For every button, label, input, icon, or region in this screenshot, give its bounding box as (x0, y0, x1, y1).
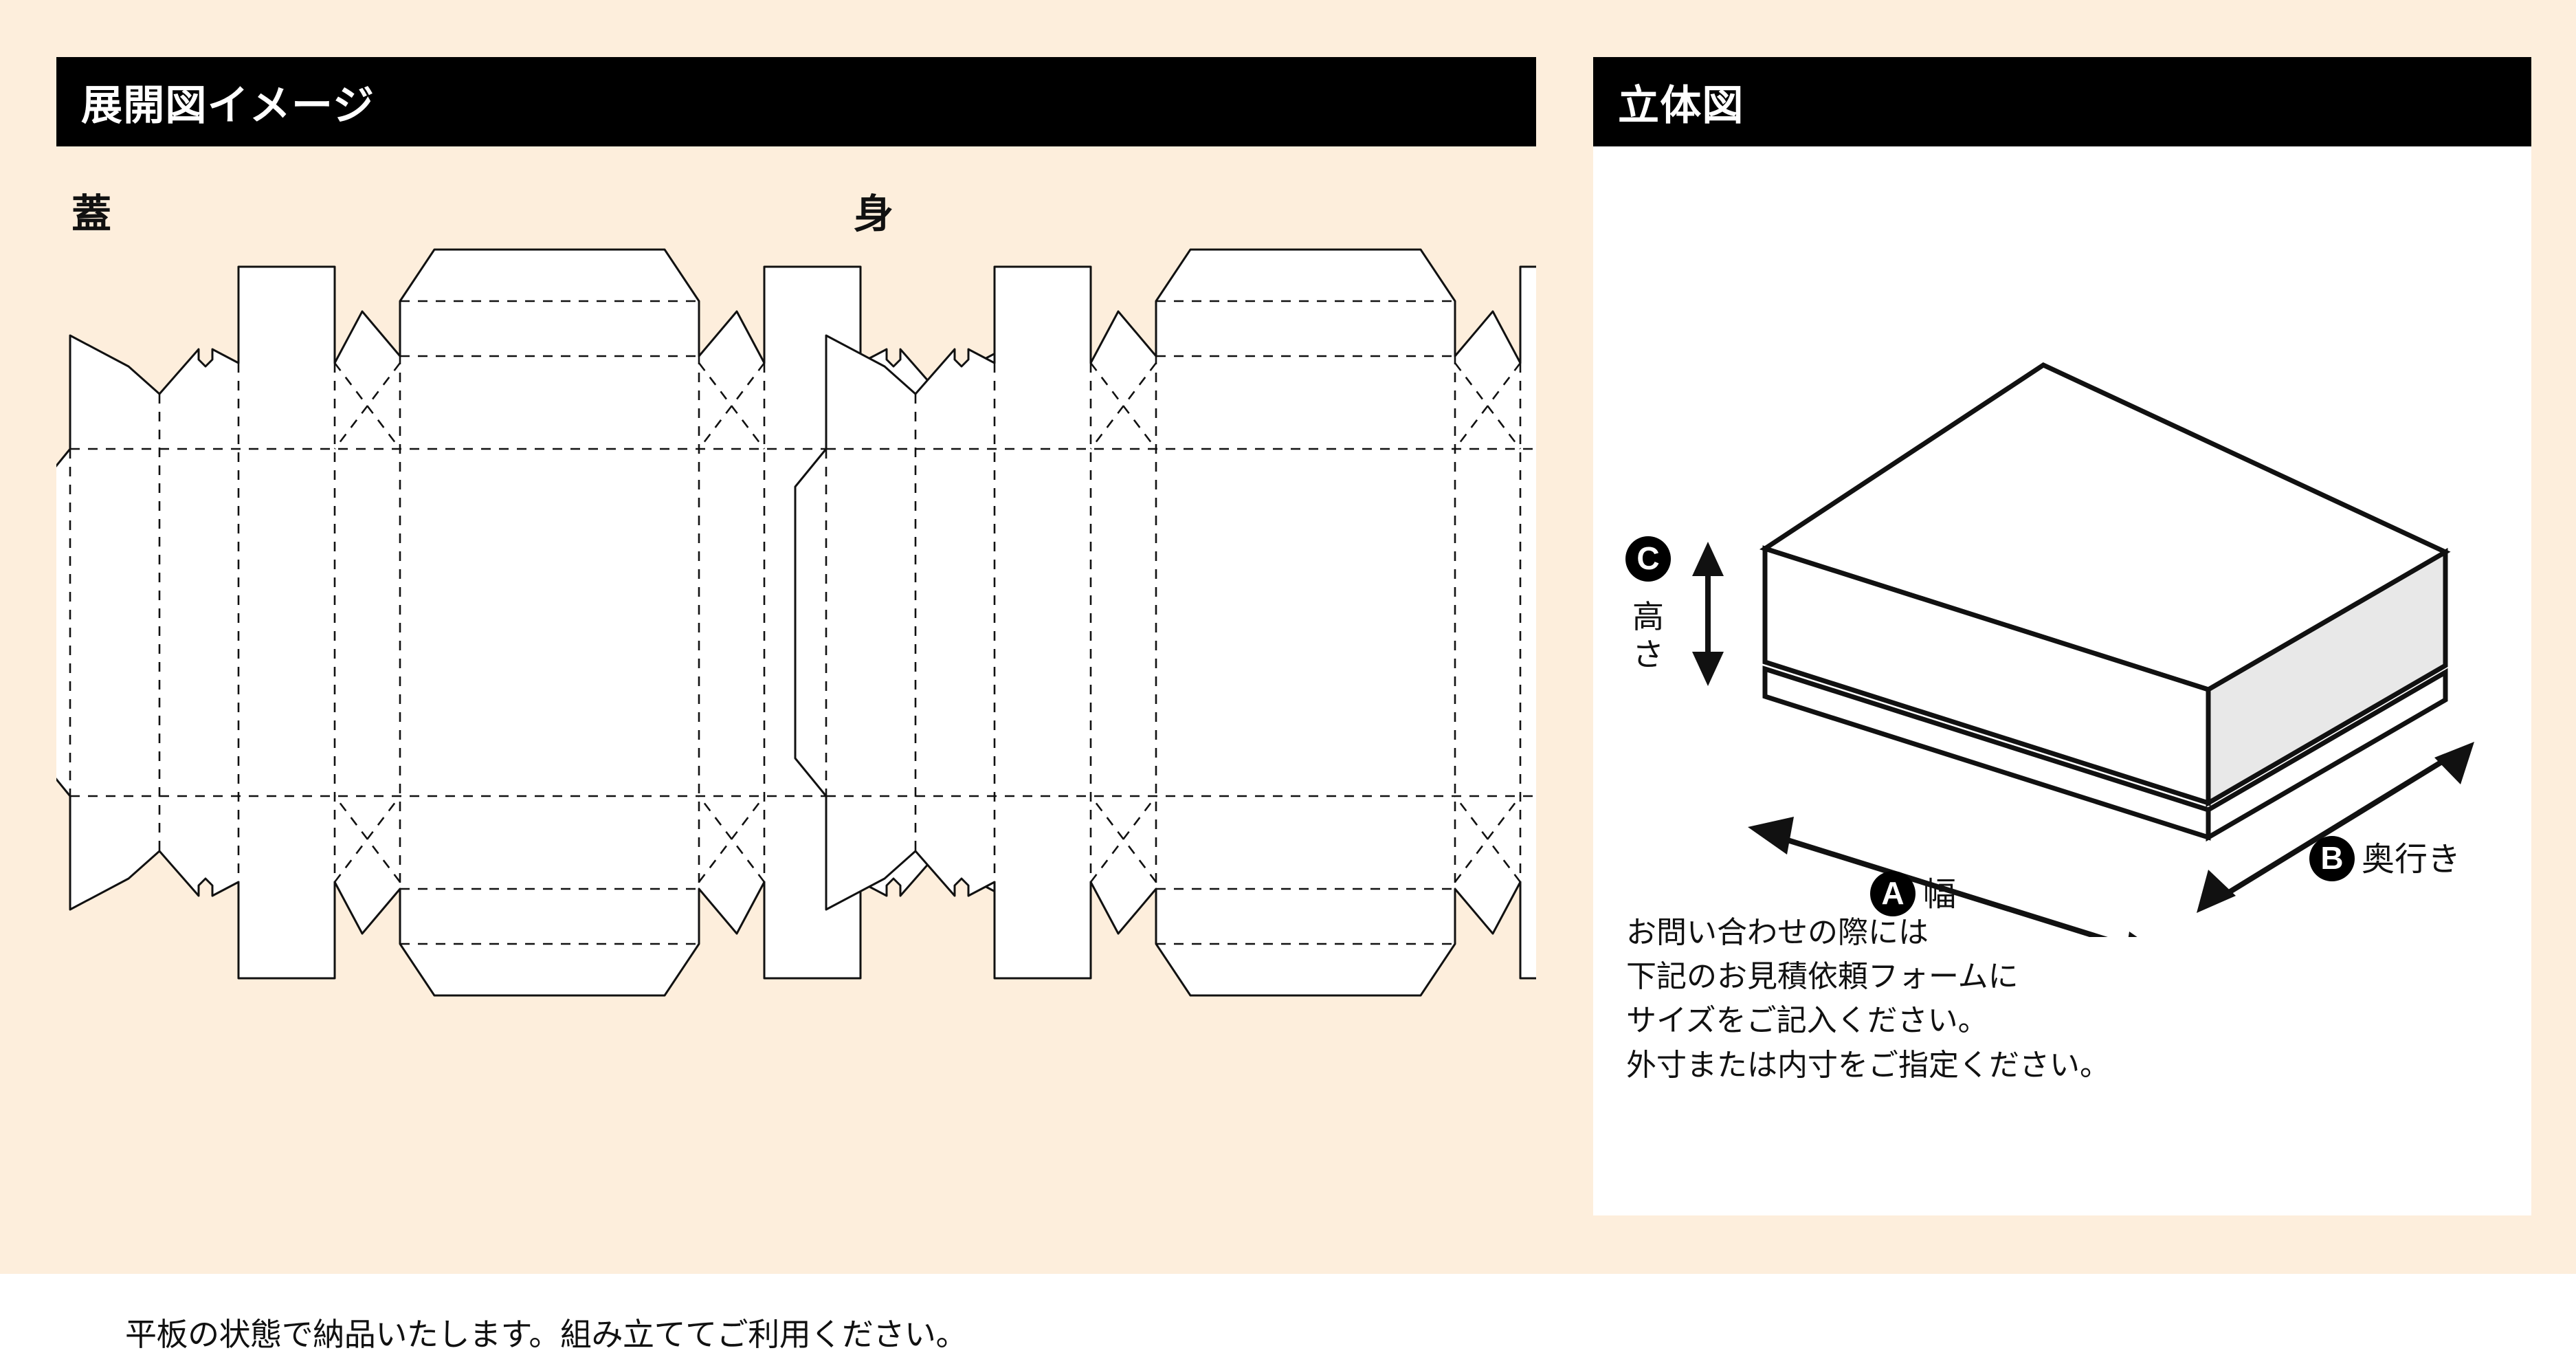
isometric-panel: C 高 さ A 幅 (1593, 146, 2531, 1215)
dieline-caption: 平板の状態で納品いたします。組み立ててご利用ください。 (125, 1317, 967, 1352)
isometric-box-drawing: C 高 さ A 幅 (1625, 362, 2474, 937)
inquiry-note-line-3: サイズをご記入ください。 (1626, 1004, 1988, 1038)
height-label-char-1: 高 (1632, 599, 1664, 635)
inquiry-note-line-4: 外寸または内寸をご指定ください。 (1626, 1048, 2110, 1082)
height-label-char-2: さ (1632, 637, 1664, 672)
height-arrow-head-up (1692, 542, 1724, 576)
width-label: 幅 (1923, 877, 1956, 913)
depth-arrow-head-near (2197, 870, 2236, 913)
badge-b-letter: B (2320, 840, 2343, 876)
badge-b-circle (2309, 836, 2355, 881)
left-panel-header-bar: 展開図イメージ (56, 57, 1536, 146)
box-right-base-strip (2206, 668, 2448, 842)
right-panel-header-bar: 立体図 (1593, 57, 2531, 146)
inquiry-note-line-1: お問い合わせの際には (1626, 916, 1929, 949)
dieline-label-lid: 蓋 (71, 192, 112, 236)
width-arrow-head-left (1748, 817, 1794, 855)
badge-a-letter: A (1881, 875, 1904, 911)
badge-c-circle (1625, 536, 1671, 582)
inquiry-notes: お問い合わせの際には 下記のお見積依頼フォームに サイズをご記入ください。 外寸… (1626, 911, 2110, 1088)
height-dimension-group: C 高 さ (1625, 536, 1724, 686)
dieline-body (794, 248, 1536, 997)
depth-arrow-head-far (2434, 742, 2474, 784)
badge-a-circle (1870, 871, 1916, 916)
depth-label: 奥行き (2362, 841, 2461, 878)
badge-c-letter: C (1636, 540, 1659, 576)
dieline-label-body: 身 (854, 192, 894, 236)
width-arrow-head-right (2128, 932, 2138, 937)
box-front-face (1762, 545, 2211, 806)
right-panel-header-title: 立体図 (1618, 82, 1744, 129)
dieline-drawings (56, 248, 1536, 997)
width-arrow-shaft (1777, 835, 2108, 937)
left-panel-header-title: 展開図イメージ (81, 82, 375, 129)
height-arrow-head-down (1692, 652, 1724, 686)
dieline-panel: 蓋 身 (56, 146, 1536, 1352)
depth-dimension-group: B 奥行き (2197, 742, 2474, 913)
inquiry-note-line-2: 下記のお見積依頼フォームに (1626, 960, 2019, 994)
depth-arrow-shaft (2227, 759, 2444, 895)
width-dimension-group: A 幅 (1748, 817, 2138, 937)
